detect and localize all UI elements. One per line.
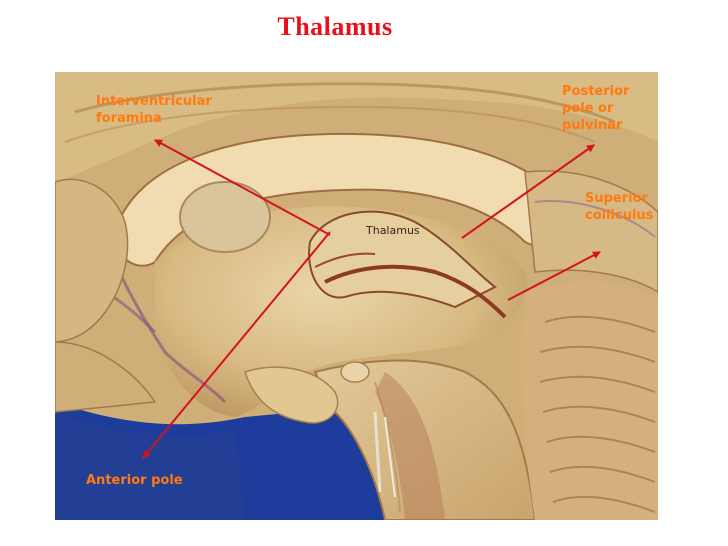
interventricular-arrow [154, 139, 331, 236]
label-superior-colliculus: Superior colliculus [585, 191, 654, 223]
label-anterior-pole: Anterior pole [86, 473, 183, 488]
posterior-pole-arrow [461, 144, 595, 239]
brain-photo [55, 72, 658, 520]
slide-title: Thalamus [277, 12, 393, 41]
superior-colliculus-arrow [507, 251, 601, 301]
label-interventricular-foramina: Interventricular foramina [96, 94, 212, 126]
label-thalamus-inline: Thalamus [366, 224, 420, 237]
label-posterior-pole: Posterior pole or pulvinar [562, 84, 630, 133]
anterior-pole-arrow [142, 231, 331, 459]
